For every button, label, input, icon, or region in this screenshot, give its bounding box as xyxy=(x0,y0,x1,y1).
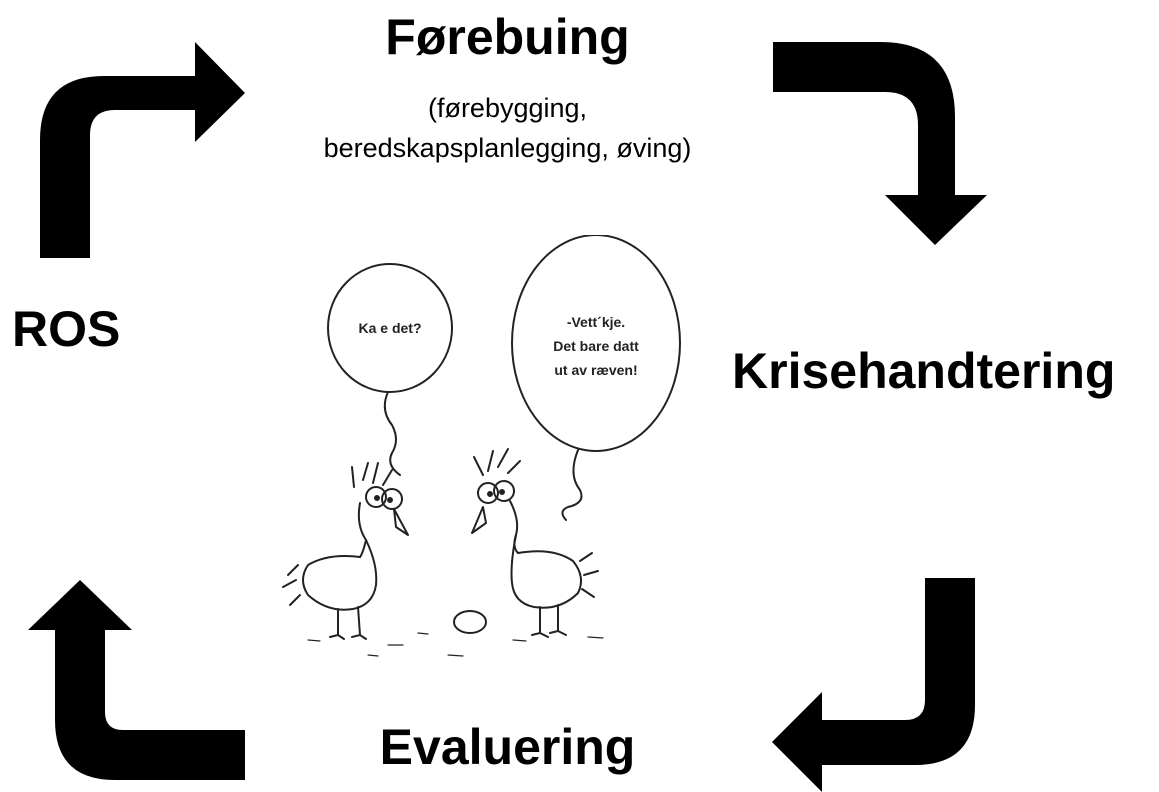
egg xyxy=(453,610,487,634)
arrow-ros-to-forebuing xyxy=(40,42,245,258)
stage-forebuing-title: Førebuing xyxy=(385,9,630,65)
arrow-forebuing-to-krisehandtering xyxy=(773,42,987,245)
right-bubble-tail xyxy=(561,449,583,521)
right-speech-bubble xyxy=(511,235,681,452)
left-speech-bubble xyxy=(327,263,453,393)
stage-forebuing-subtitle: (førebygging, beredskapsplanlegging, øvi… xyxy=(0,88,1015,168)
right-bubble-text-line1: -Vett´kje. xyxy=(567,314,625,330)
left-bubble-text: Ka e det? xyxy=(358,320,421,336)
stage-forebuing-subtitle-line2: beredskapsplanlegging, øving) xyxy=(323,133,692,163)
right-chicken xyxy=(471,448,599,638)
right-bubble-text-line2: Det bare datt xyxy=(553,338,639,354)
stage-ros-title: ROS xyxy=(12,301,121,357)
stage-krisehandtering-title: Krisehandtering xyxy=(732,343,1116,399)
arrow-krisehandtering-to-evaluering xyxy=(772,578,975,792)
chicken-cartoon: Ka e det? -Vett´kje. Det bare datt ut av… xyxy=(282,235,681,657)
stage-forebuing-subtitle-line1: (førebygging, xyxy=(427,93,588,123)
stage-evaluering-title: Evaluering xyxy=(379,719,636,775)
ground-marks xyxy=(307,632,604,657)
arrow-evaluering-to-ros xyxy=(28,580,245,780)
left-chicken xyxy=(282,462,409,640)
right-bubble-text-line3: ut av ræven! xyxy=(554,362,637,378)
left-bubble-tail xyxy=(383,391,401,476)
